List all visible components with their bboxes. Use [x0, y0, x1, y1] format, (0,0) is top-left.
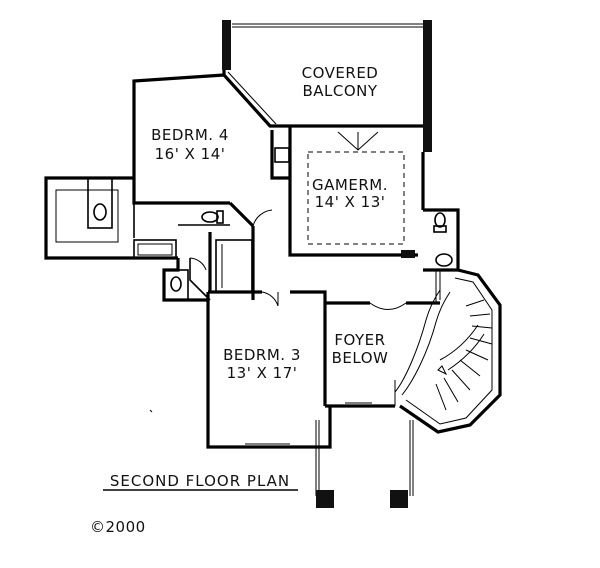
gameroom-label: GAMERM. — [312, 176, 388, 194]
bath-right — [423, 208, 460, 272]
copyright-text: ©2000 — [90, 518, 146, 536]
left-bath — [44, 176, 255, 302]
gameroom: GAMERM. 14' X 13' — [288, 126, 425, 258]
covered-balcony: COVERED BALCONY — [222, 20, 432, 152]
foyer-label-line1: FOYER — [334, 331, 385, 349]
stair-tower — [399, 268, 502, 434]
hall — [251, 270, 441, 303]
covered-balcony-label-line2: BALCONY — [302, 82, 377, 100]
bedroom-4-size: 16' X 14' — [155, 145, 226, 163]
gameroom-size: 14' X 13' — [315, 193, 386, 211]
bedroom-4-label: BEDRM. 4 — [151, 126, 229, 144]
entry-porch — [149, 409, 414, 508]
bedroom-4: BEDRM. 4 16' X 14' — [132, 71, 290, 228]
foyer: FOYER BELOW — [325, 289, 451, 408]
plan-title: SECOND FLOOR PLAN — [110, 472, 290, 490]
bedroom-3-size: 13' X 17' — [227, 364, 298, 382]
covered-balcony-label-line1: COVERED — [302, 64, 379, 82]
bedroom-3-label: BEDRM. 3 — [223, 346, 301, 364]
bedroom-3: BEDRM. 3 13' X 17' — [206, 290, 332, 449]
foyer-label-line2: BELOW — [332, 349, 389, 367]
